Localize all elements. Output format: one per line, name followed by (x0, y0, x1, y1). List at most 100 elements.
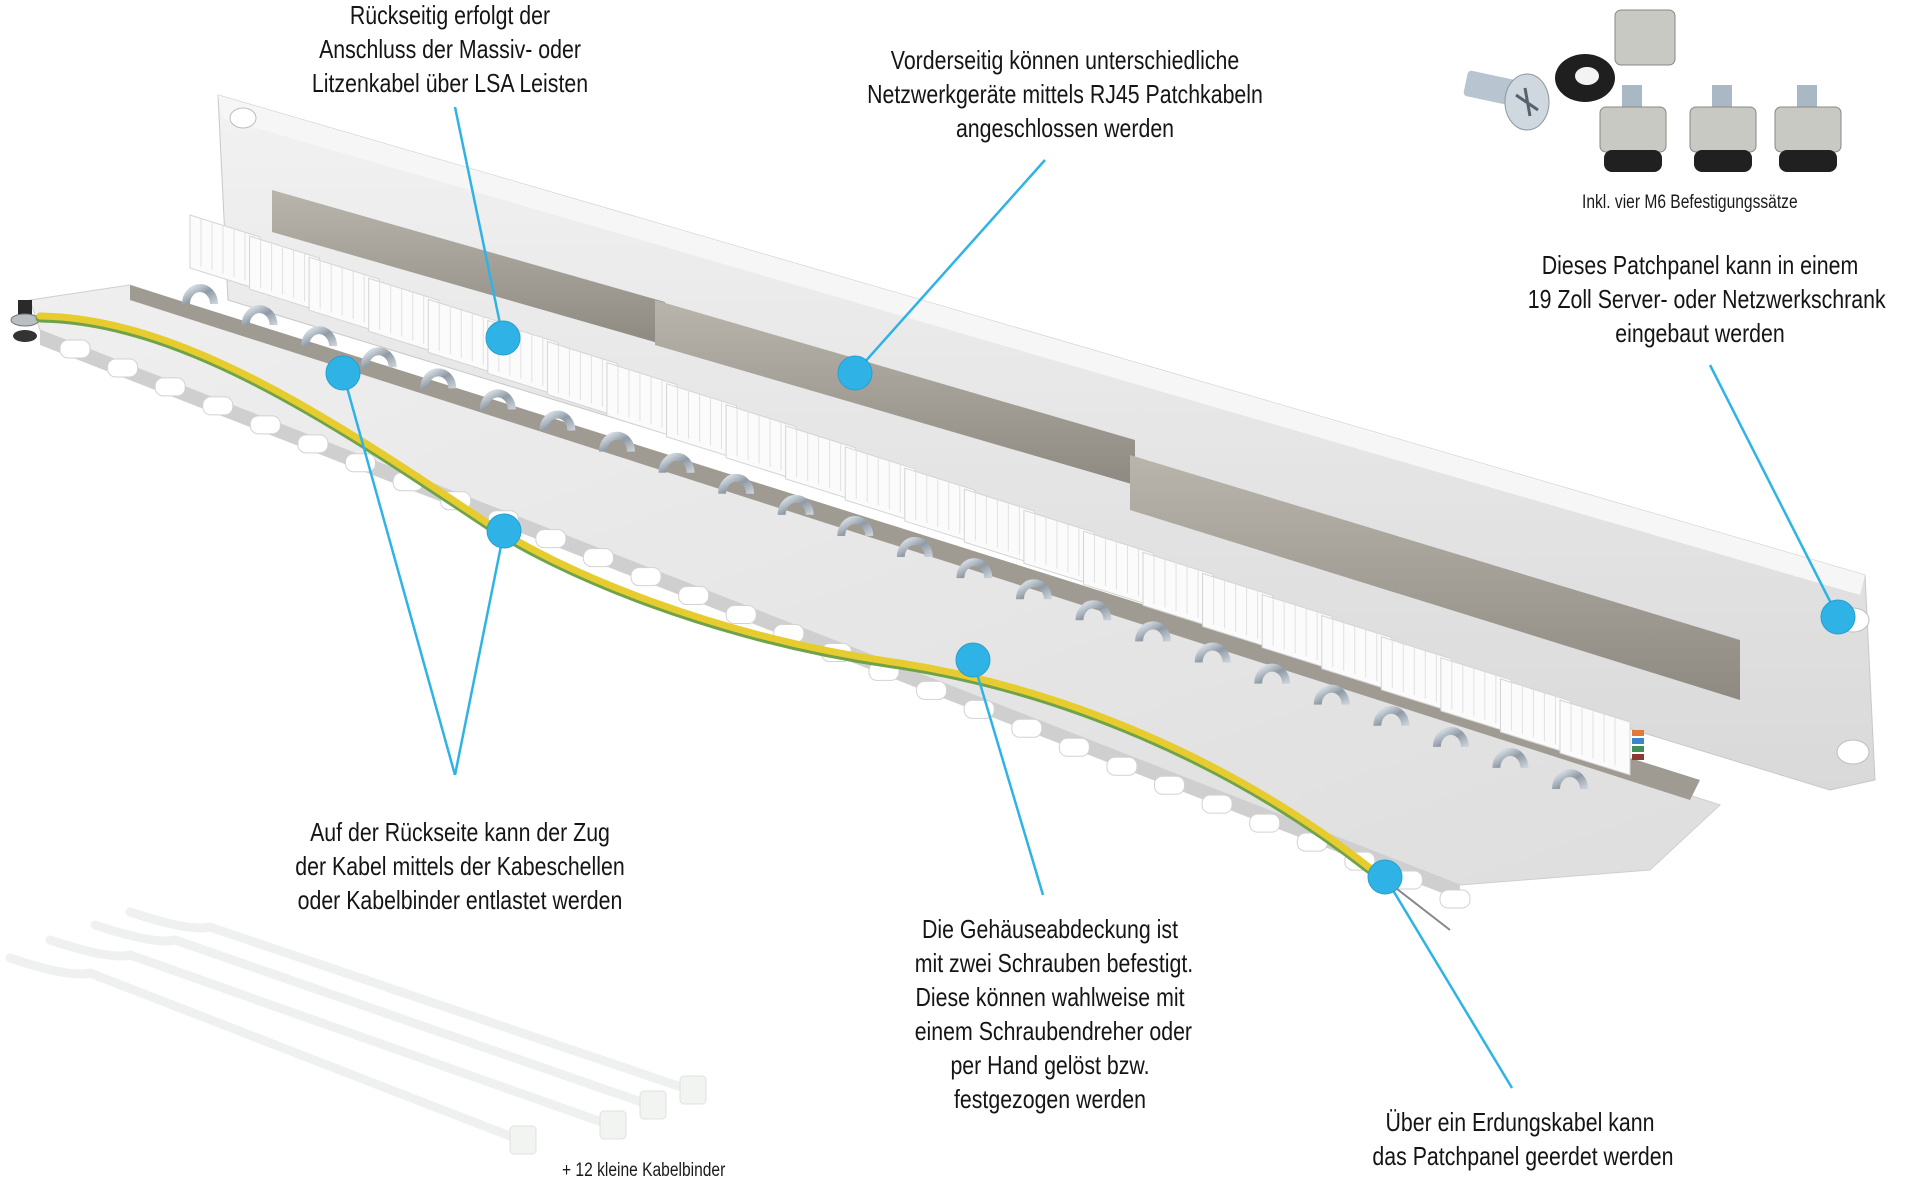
annotation-line: Die Gehäuseabdeckung ist (921, 914, 1178, 944)
cable-clamp (539, 410, 576, 431)
callout-strain-relief-clamp-line (341, 372, 457, 776)
cage-nut (1774, 106, 1842, 153)
cable-tie-head (639, 1090, 667, 1120)
annotation-line: einem Schraubendreher oder (914, 1016, 1193, 1046)
annotation-line: das Patchpanel geerdet werden (1372, 1141, 1674, 1171)
cable-tie-head (509, 1125, 537, 1155)
callout-cover-screws-dot (955, 642, 991, 678)
wire-color-mark (1632, 746, 1644, 752)
cable-tie (90, 920, 655, 1110)
tray-notch (1058, 737, 1090, 757)
mounting-kit-caption: Inkl. vier M6 Befestigungssätze (1582, 192, 1798, 213)
cable-clamp (182, 284, 218, 305)
annotation-cover-screws: Die Gehäuseabdeckung ist mit zwei Schrau… (914, 912, 1194, 1116)
annotation-line: Diese können wahlweise mit (915, 982, 1185, 1012)
screw-icon (1463, 70, 1550, 131)
cage-nut-washer (1779, 150, 1837, 172)
cable-clamps (182, 284, 1588, 790)
tray-notch (1439, 889, 1471, 909)
cage-nut-washer (1604, 150, 1662, 172)
callout-rack-mount-line (1708, 364, 1840, 618)
annotation-line: oder Kabelbinder entlastet werden (297, 885, 623, 915)
annotation-line: per Hand gelöst bzw. (950, 1050, 1150, 1080)
annotation-line: der Kabel mittels der Kabeschellen (295, 851, 625, 881)
tray-notch (1201, 794, 1233, 814)
shield-housings (272, 190, 1740, 700)
callout-strain-relief-tie-dot (486, 513, 522, 549)
cable-clamp (1135, 621, 1172, 642)
cable-tie-head (679, 1075, 707, 1105)
tray-notch (59, 339, 91, 359)
callout-rack-mount-dot (1820, 599, 1856, 635)
tray-notch (1011, 718, 1043, 738)
cable-clamp (1075, 600, 1112, 621)
mounting-hole-left (229, 107, 257, 129)
cable-tie-head (599, 1110, 627, 1140)
cable-clamp (1552, 769, 1588, 790)
annotation-lsa-rear: Rückseitig erfolgt der Anschluss der Mas… (298, 0, 601, 100)
wire-color-mark (1632, 754, 1644, 760)
cage-nut (1599, 106, 1667, 153)
callout-markers (325, 106, 1856, 1089)
annotation-line: Vorderseitig können unterschiedliche (890, 45, 1240, 75)
tray-notch (630, 567, 662, 587)
lsa-module (1559, 699, 1631, 776)
tray-notch (1153, 775, 1185, 795)
lsa-modules (189, 214, 1644, 776)
tray-notch (297, 434, 329, 454)
annotation-line: festgezogen werden (953, 1084, 1147, 1114)
wire-color-mark (1632, 730, 1644, 736)
callout-strain-relief-tie-line (453, 530, 506, 776)
annotation-line: Auf der Rückseite kann der Zug (310, 817, 610, 847)
cable-clamp (598, 431, 635, 452)
tray-notch (1106, 756, 1138, 776)
tray-notch (249, 415, 281, 435)
cable-clamp (1254, 663, 1291, 684)
m6-mounting-kit (1463, 9, 1842, 172)
callout-rj45-front-dot (837, 355, 873, 391)
cable-clamp (956, 558, 993, 579)
annotation-line: mit zwei Schrauben befestigt. (914, 948, 1194, 978)
cable-clamp (1194, 642, 1231, 663)
cable-ties-caption: + 12 kleine Kabelbinder (562, 1160, 726, 1181)
cable-tie (125, 907, 695, 1095)
annotation-grounding: Über ein Erdungskabel kann das Patchpane… (1372, 1105, 1674, 1173)
tray-notch (107, 358, 139, 378)
annotation-line: Dieses Patchpanel kann in einem (1541, 250, 1859, 280)
cable-clamp (718, 473, 755, 495)
annotation-line: Netzwerkgeräte mittels RJ45 Patchkabeln (867, 79, 1263, 109)
cable-clamp (1373, 705, 1410, 727)
tray-notch (154, 377, 186, 397)
callout-cover-screws-line (971, 659, 1045, 896)
cable-clamp (1432, 726, 1469, 748)
tray-notch (582, 548, 614, 568)
annotation-line: 19 Zoll Server- oder Netzwerkschrank (1527, 284, 1886, 314)
cable-clamp (479, 389, 516, 410)
annotation-line: Anschluss der Massiv- oder (319, 34, 581, 64)
washer-icon (1555, 54, 1615, 102)
cage-nut (1614, 9, 1676, 66)
cable-clamp (777, 494, 814, 516)
cage-nut (1689, 106, 1757, 153)
tray-notch (1249, 813, 1281, 833)
cable-clamp (896, 537, 933, 558)
cable-ties (5, 907, 707, 1155)
cable-clamp (360, 347, 397, 368)
cage-nuts (1599, 9, 1842, 172)
cable-clamp (301, 326, 338, 347)
cage-nut-washer (1694, 150, 1752, 172)
annotation-line: Über ein Erdungskabel kann (1385, 1107, 1655, 1137)
cable-clamp (420, 368, 457, 389)
cable-clamp (241, 305, 278, 326)
annotation-line: angeschlossen werden (955, 113, 1175, 143)
cable-tie (5, 953, 525, 1145)
tray-notch (202, 396, 234, 416)
annotation-rack-mount: Dieses Patchpanel kann in einem 19 Zoll … (1527, 248, 1886, 350)
cable-clamp (1492, 747, 1529, 769)
tray-notch (725, 605, 757, 625)
callout-rj45-front-line (854, 159, 1046, 374)
annotation-line: Rückseitig erfolgt der (349, 0, 551, 30)
annotation-rj45-front: Vorderseitig können unterschiedliche Net… (860, 43, 1270, 145)
